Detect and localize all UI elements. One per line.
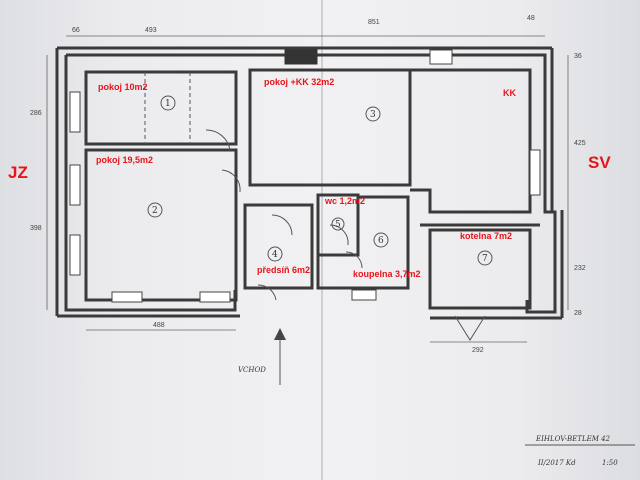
dim-bottom-a: 488 [153,322,165,329]
room-7-walls [428,228,532,310]
circle-num-2: 2 [152,206,158,216]
title-block-date: II/2017 Kd [537,459,576,467]
title-block-name: EIHLOV-BETLEM 42 [535,435,611,443]
circle-num-1: 1 [165,99,171,109]
dim-bottom-b: 292 [472,347,484,354]
circle-num-7: 7 [482,254,488,264]
dim-top-b: 493 [145,27,157,34]
room-label-3: pokoj +KK 32m2 [264,77,334,87]
room-label-kk: KK [503,88,516,98]
room-label-1: pokoj 10m2 [98,82,148,92]
dimension-lines [46,35,569,343]
orientation-right: SV [588,153,611,172]
circle-num-5: 5 [335,220,341,230]
room-2-walls [84,148,238,302]
room-number-circles [147,95,493,266]
circle-num-3: 3 [370,110,376,120]
dim-top-a: 66 [72,27,80,34]
dim-top-c: 851 [368,19,380,26]
title-block-scale: 1:50 [602,459,618,467]
entrance-label: VCHOD [238,366,266,374]
entrance-arrow-icon [274,328,286,340]
room-label-5: wc 1,2m2 [324,196,365,206]
dim-right-d: 28 [574,310,582,317]
room-3-walls [248,68,412,187]
dim-left-b: 398 [30,225,42,232]
room-1-walls [84,70,238,146]
dim-right-b: 425 [574,140,586,147]
room-label-6: koupelna 3,7m2 [353,269,421,279]
dim-right-a: 36 [574,53,582,60]
dim-right-c: 232 [574,265,586,272]
room-label-2: pokoj 19,5m2 [96,155,153,165]
room-label-7: kotelna 7m2 [460,231,512,241]
windows [69,49,541,303]
doors [205,129,486,341]
orientation-left: JZ [8,163,28,182]
circle-num-4: 4 [272,250,278,260]
room-6-walls [316,195,410,290]
dim-top-d: 48 [527,15,535,22]
room-5-walls [316,193,360,257]
kk-walls [410,68,532,214]
dim-left-a: 286 [30,110,42,117]
circle-num-6: 6 [378,236,384,246]
room-label-4: předsíň 6m2 [257,265,310,275]
room-4-walls [243,203,314,290]
